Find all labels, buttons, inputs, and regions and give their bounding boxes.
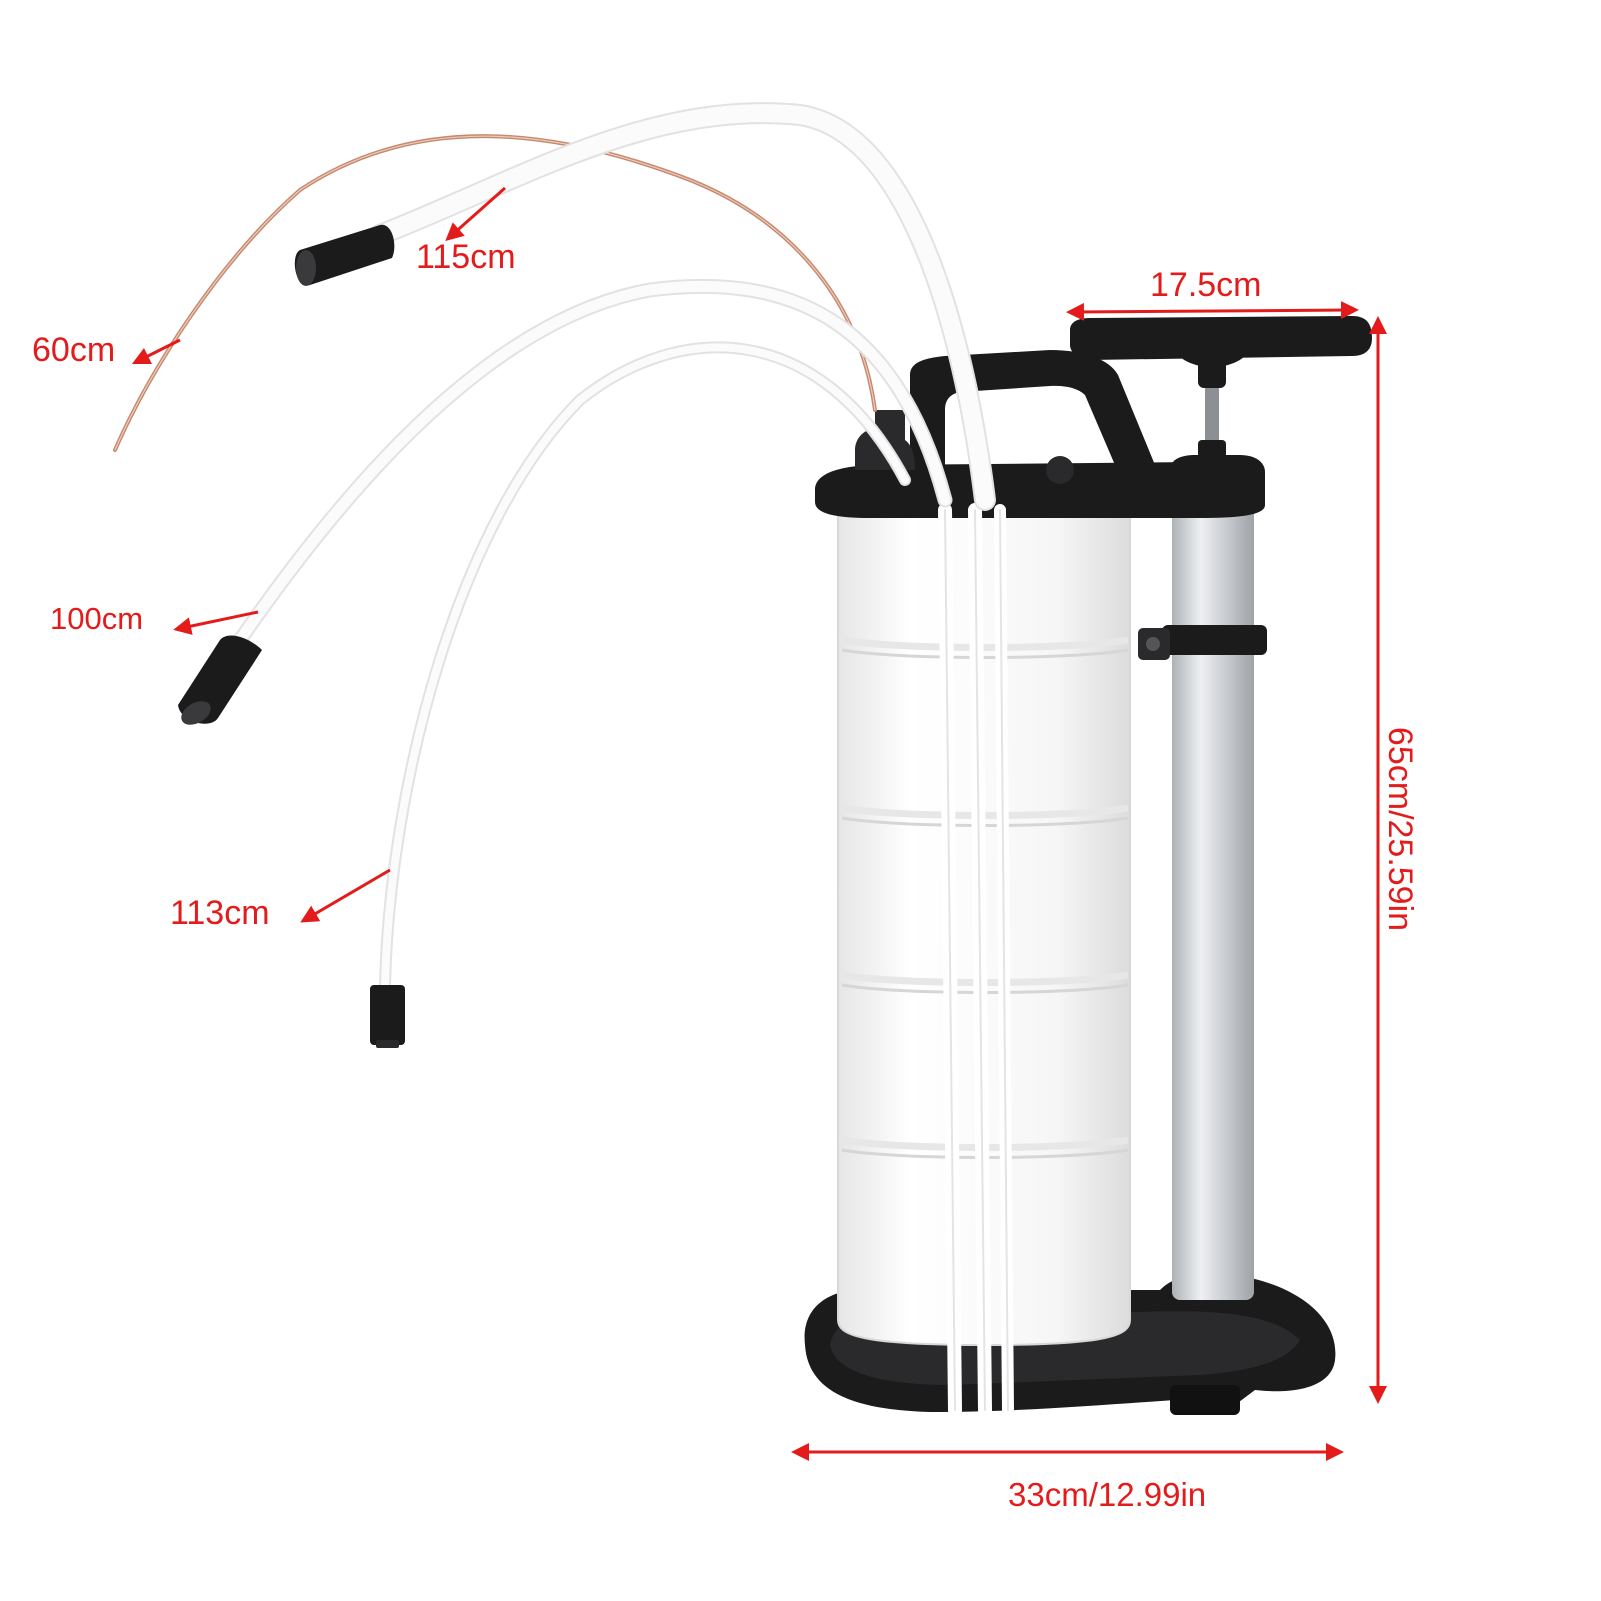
copper-probe-tube	[113, 134, 877, 452]
tank-hose-bundle	[938, 503, 1014, 1417]
hose-100cm	[232, 278, 953, 648]
arrow-113cm	[300, 868, 391, 923]
label-hose-115cm: 115cm	[416, 238, 516, 276]
hose-113cm	[379, 341, 911, 991]
pump-handle	[1070, 316, 1372, 505]
pump-barrel	[1138, 500, 1267, 1300]
label-handle-width: 17.5cm	[1150, 266, 1262, 304]
arrow-100cm	[173, 610, 259, 635]
label-hose-100cm: 100cm	[50, 601, 144, 636]
hose-100-nozzle	[178, 635, 262, 725]
hose-113-nozzle	[370, 985, 405, 1048]
dimension-arrows	[131, 186, 1387, 1461]
arrow-115cm	[445, 186, 506, 241]
arrow-handle-width	[1066, 301, 1359, 321]
label-hose-113cm: 113cm	[170, 894, 270, 932]
label-height: 65cm/25.59in	[1381, 726, 1419, 932]
arrow-60cm	[131, 338, 181, 365]
label-copper-60cm: 60cm	[32, 331, 116, 369]
hose-115cm	[369, 102, 996, 511]
hose-115-nozzle	[294, 224, 395, 286]
label-base-width: 33cm/12.99in	[1008, 1476, 1207, 1513]
